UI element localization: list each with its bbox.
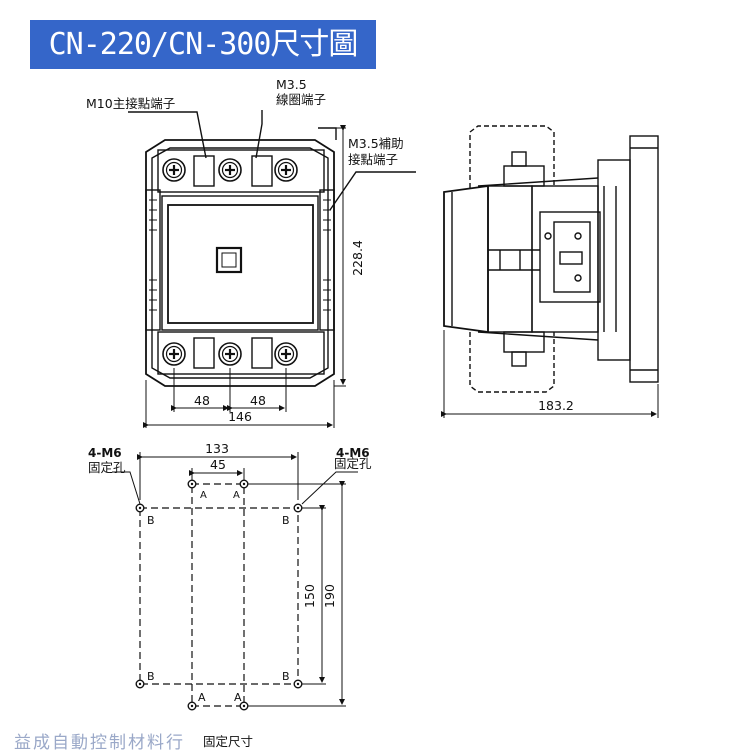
hole-b-label: B — [282, 670, 290, 683]
mounting-hole-icon — [239, 479, 249, 489]
mounting-layout — [112, 452, 358, 707]
aux-terminal-label-line2: 接點端子 — [348, 152, 398, 167]
mounting-hole-icon — [293, 679, 303, 689]
front-view — [128, 110, 416, 387]
mounting-hole-icon — [135, 503, 145, 513]
mount-hole-right-label-line1: 4-M6 — [336, 446, 370, 460]
screw-terminal-icon — [161, 341, 187, 367]
hole-b-label: B — [147, 670, 155, 683]
screw-terminal-icon — [273, 157, 299, 183]
screw-terminal-icon — [273, 341, 299, 367]
mounting-hole-icon — [187, 479, 197, 489]
side-view — [441, 125, 659, 418]
hole-a-label: A — [198, 691, 206, 704]
main-terminal-label: M10主接點端子 — [86, 96, 175, 111]
aux-terminal-label-line1: M3.5補助 — [348, 136, 404, 151]
screw-terminal-icon — [217, 341, 243, 367]
mounting-hole-icon — [187, 701, 197, 711]
hole-a-label: A — [200, 490, 207, 501]
front-dimension-lines — [143, 125, 346, 428]
hole-b-label: B — [147, 514, 155, 527]
pole-pitch-left-dimension: 48 — [194, 393, 210, 408]
mounting-hole-icon — [135, 679, 145, 689]
mount-hole-left-label-line2: 固定孔 — [88, 460, 126, 475]
screw-terminal-icon — [217, 157, 243, 183]
mounting-hole-icon — [293, 503, 303, 513]
side-depth-dimension: 183.2 — [538, 398, 574, 413]
mount-width-b-dimension: 133 — [205, 441, 229, 456]
mounting-caption: 固定尺寸 — [203, 734, 253, 749]
watermark: 益成自動控制材料行 — [14, 733, 185, 753]
hole-a-label: A — [234, 691, 242, 704]
hole-b-label: B — [282, 514, 290, 527]
page-title: CN-220/CN-300尺寸圖 — [48, 27, 359, 62]
mount-hole-right-label-line2: 固定孔 — [334, 456, 372, 471]
screw-terminal-icon — [161, 157, 187, 183]
front-height-dimension: 228.4 — [350, 240, 365, 276]
hole-a-label: A — [233, 490, 240, 501]
mount-width-a-dimension: 45 — [210, 457, 226, 472]
front-width-dimension: 146 — [228, 409, 252, 424]
pole-pitch-right-dimension: 48 — [250, 393, 266, 408]
coil-terminal-label-line2: 線圈端子 — [276, 92, 326, 107]
title-banner: CN-220/CN-300尺寸圖 — [30, 20, 376, 69]
mount-hole-left-label-line1: 4-M6 — [88, 446, 122, 460]
coil-terminal-label-line1: M3.5 — [276, 77, 307, 92]
mount-height-a-dimension: 190 — [322, 584, 337, 608]
mount-height-b-dimension: 150 — [302, 584, 317, 608]
